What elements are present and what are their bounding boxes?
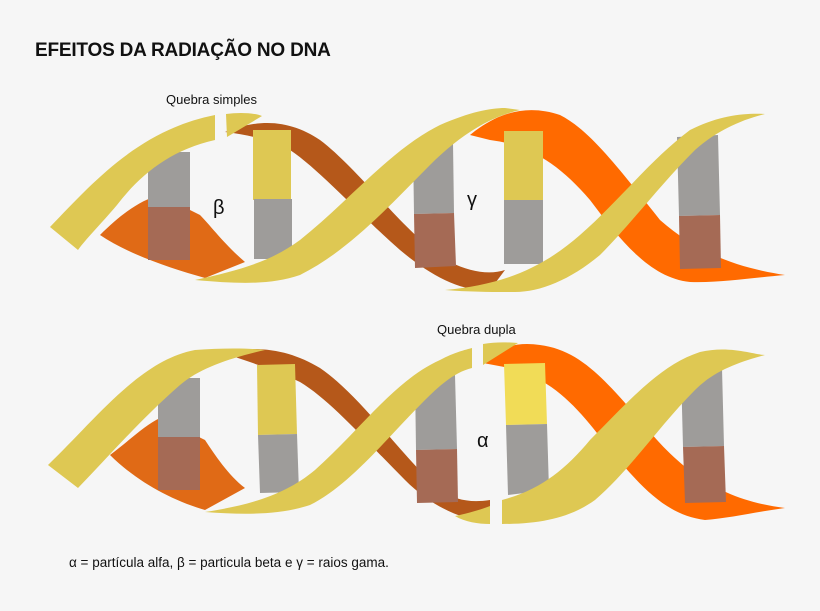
base-brown <box>683 446 726 503</box>
page-title: EFEITOS DA RADIAÇÃO NO DNA <box>35 40 331 61</box>
strand-yellow-middle <box>205 348 472 514</box>
strand-yellow-break-piece <box>455 506 490 524</box>
top-helix <box>50 108 785 292</box>
bottom-helix <box>48 342 785 524</box>
single-break-label: Quebra simples <box>166 92 258 107</box>
base-brown <box>414 213 456 268</box>
strand-yellow-middle <box>195 108 520 283</box>
base-yellow <box>257 364 297 435</box>
base-brown <box>679 215 721 269</box>
strand-yellow-left <box>48 348 265 488</box>
base-gray <box>258 434 299 493</box>
gamma-symbol: γ <box>467 189 477 211</box>
beta-symbol: β <box>213 197 225 219</box>
strand-yellow-break-cap <box>483 342 518 365</box>
base-yellow <box>504 131 543 201</box>
strand-yellow-right <box>502 349 765 524</box>
strand-yellow-left <box>50 115 215 250</box>
base-yellow <box>253 130 291 200</box>
double-break-label: Quebra dupla <box>437 322 516 337</box>
strand-yellow-break-cap <box>226 112 262 137</box>
base-brown <box>158 437 200 490</box>
base-brown <box>148 207 190 260</box>
base-gray <box>506 424 549 495</box>
base-brown <box>416 449 458 503</box>
legend-caption: α = partícula alfa, β = particula beta e… <box>69 555 389 570</box>
base-gray <box>254 199 292 259</box>
alpha-symbol: α <box>477 430 489 452</box>
base-bright-yellow <box>504 363 547 425</box>
base-gray <box>504 200 543 264</box>
strand-yellow-right <box>445 113 765 292</box>
